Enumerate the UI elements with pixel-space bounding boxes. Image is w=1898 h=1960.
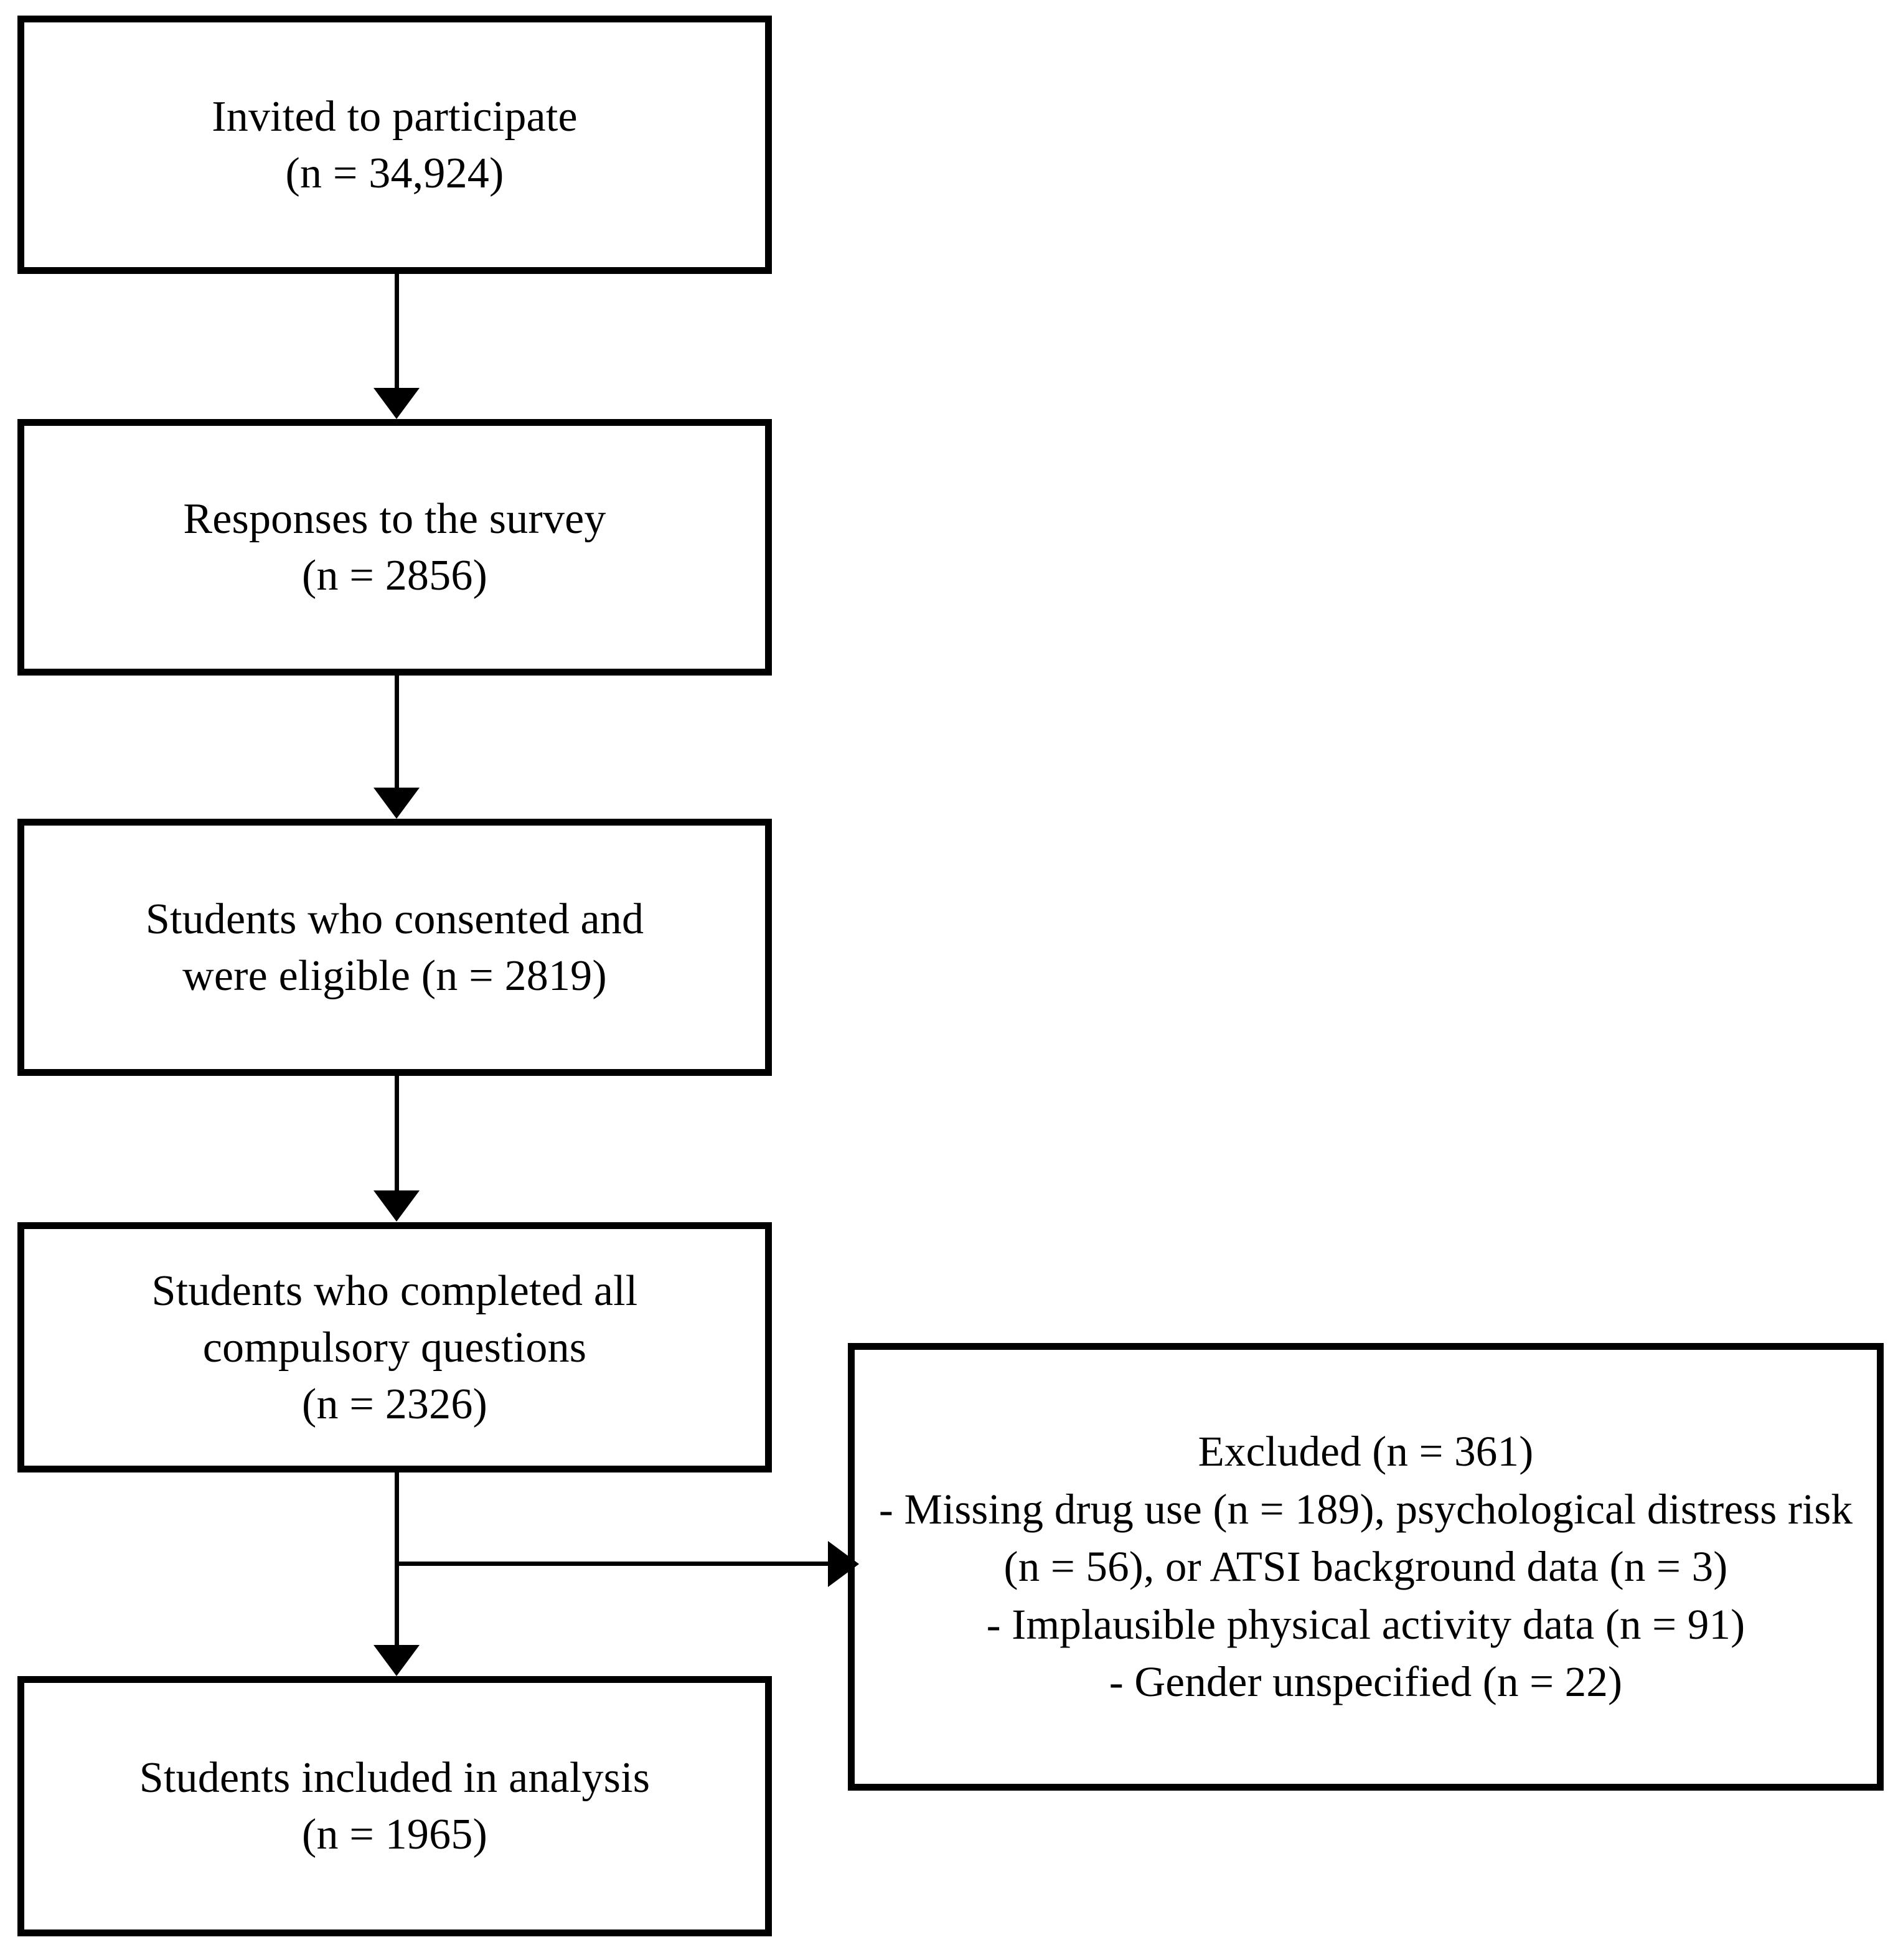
connector-line-responses-to-consented: [395, 676, 399, 791]
arrowhead-down-icon-completed-to-included: [373, 1645, 420, 1676]
flow-node-responses-label: Responses to the survey (n = 2856): [183, 495, 606, 600]
arrowhead-down-icon-responses-to-consented: [373, 788, 420, 819]
flow-node-consented: Students who consented and were eligible…: [17, 819, 772, 1076]
flow-node-excluded: Excluded (n = 361) - Missing drug use (n…: [848, 1343, 1884, 1791]
arrowhead-right-icon-completed-to-excluded: [828, 1541, 859, 1587]
flow-node-completed: Students who completed all compulsory qu…: [17, 1222, 772, 1472]
flow-node-excluded-label: Excluded (n = 361) - Missing drug use (n…: [878, 1428, 1853, 1706]
flow-node-completed-label: Students who completed all compulsory qu…: [151, 1266, 638, 1428]
arrowhead-down-icon-invited-to-responses: [373, 388, 420, 419]
flow-node-responses: Responses to the survey (n = 2856): [17, 419, 772, 676]
flow-node-invited: Invited to participate (n = 34,924): [17, 16, 772, 274]
flow-node-included-label: Students included in analysis (n = 1965): [139, 1754, 651, 1859]
connector-line-completed-to-included: [395, 1472, 399, 1649]
connector-line-completed-to-excluded: [397, 1562, 832, 1566]
flow-node-invited-label: Invited to participate (n = 34,924): [212, 92, 578, 197]
flow-node-consented-label: Students who consented and were eligible…: [145, 895, 644, 1000]
arrowhead-down-icon-consented-to-completed: [373, 1190, 420, 1222]
connector-line-invited-to-responses: [395, 274, 399, 392]
flow-node-included: Students included in analysis (n = 1965): [17, 1676, 772, 1936]
connector-line-consented-to-completed: [395, 1076, 399, 1194]
